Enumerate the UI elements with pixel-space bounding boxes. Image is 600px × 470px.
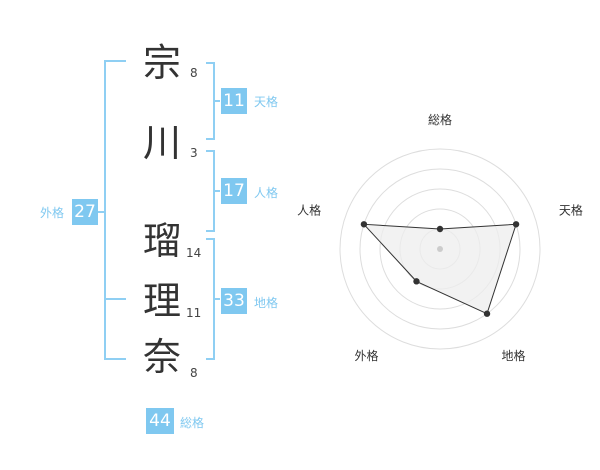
gaikaku-bottom-tick [104,358,126,360]
stroke-count-5: 8 [190,366,198,380]
radar-point-1 [436,225,444,233]
radar-axis-label-5: 人格 [297,202,321,217]
gaikaku-label: 外格 [40,206,65,220]
tenkaku-bracket-tick [214,100,220,102]
chikaku-label: 地格 [254,296,279,310]
radar-point-5 [360,221,368,228]
name-char-4: 理 [142,279,181,323]
gaikaku-top-tick [104,60,126,62]
radar-point-2 [512,221,520,228]
radar-axis-label-3: 地格 [501,348,525,363]
radar-center-dot [437,246,443,252]
name-char-3: 瑠 [142,219,181,263]
tenkaku-label: 天格 [254,95,279,109]
chikaku-score: 33 [221,288,247,314]
gaikaku-inner-tick [104,298,126,300]
tenkaku-score: 11 [221,88,247,114]
jinkaku-label: 人格 [254,186,279,200]
jinkaku-score: 17 [221,178,247,204]
name-char-1: 宗 [142,41,181,85]
radar-data-area [362,223,517,315]
soukaku-score: 44 [146,408,174,434]
stroke-count-4: 11 [186,306,202,320]
gaikaku-bracket-tick [98,211,104,213]
stroke-count-1: 8 [190,66,198,80]
stroke-count-2: 3 [190,146,198,160]
radar-axis-label-1: 総格 [428,112,452,127]
radar-point-4 [413,278,420,285]
name-char-2: 川 [142,121,181,165]
radar-axis-label-2: 天格 [559,202,583,217]
jinkaku-bracket-tick [214,190,220,192]
name-char-5: 奈 [142,335,181,379]
gaikaku-score: 27 [72,199,98,225]
radar-grid-ring-4 [359,168,521,330]
soukaku-label: 総格 [180,416,205,430]
chikaku-bracket-tick [214,298,220,300]
radar-point-3 [483,310,491,317]
stroke-count-3: 14 [186,246,202,260]
radar-axis-label-4: 外格 [355,348,379,363]
